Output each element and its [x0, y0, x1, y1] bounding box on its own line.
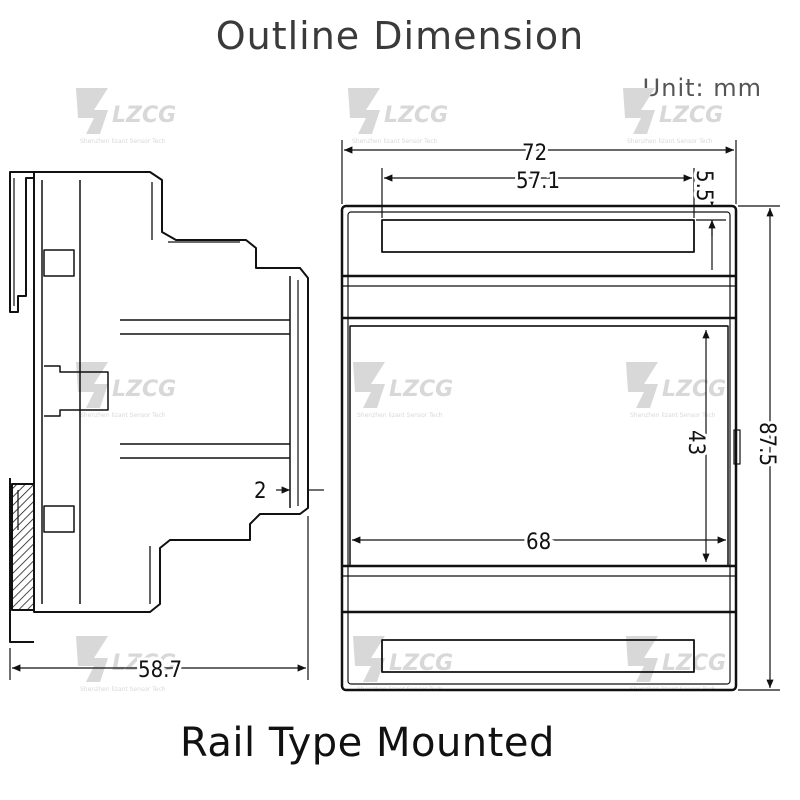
dim-total-height: 87.5 — [754, 422, 779, 466]
svg-text:LZCG: LZCG — [112, 651, 176, 676]
svg-text:Shenzhen lizant Sensor Tech: Shenzhen lizant Sensor Tech — [80, 686, 166, 693]
rail-clip — [9, 171, 35, 643]
watermark-logo: LZCG Shenzhen lizant Sensor Tech — [623, 88, 723, 145]
watermark-logo: LZCG Shenzhen lizant Sensor Tech — [353, 362, 453, 419]
dim-side-step: 2 — [254, 479, 267, 504]
svg-text:LZCG: LZCG — [659, 103, 723, 128]
top-window — [381, 219, 695, 253]
dim-front-width: 72 — [522, 141, 547, 166]
watermark-logo: LZCG Shenzhen lizant Sensor Tech — [76, 88, 176, 145]
watermark-logo: LZCG Shenzhen lizant Sensor Tech — [348, 88, 448, 145]
side-view — [9, 171, 309, 643]
mount-type-caption: Rail Type Mounted — [180, 720, 555, 766]
unit-label: Unit: mm — [642, 74, 762, 102]
front-dimensions — [341, 140, 780, 691]
watermark-logos: LZCG Shenzhen lizant Sensor Tech LZCG Sh… — [76, 88, 726, 693]
watermark-logo: LZCG Shenzhen lizant Sensor Tech — [76, 362, 176, 419]
svg-text:LZCG: LZCG — [384, 103, 448, 128]
svg-text:Shenzhen lizant Sensor Tech: Shenzhen lizant Sensor Tech — [627, 138, 713, 145]
svg-text:Shenzhen lizant Sensor Tech: Shenzhen lizant Sensor Tech — [352, 138, 438, 145]
svg-text:LZCG: LZCG — [662, 377, 726, 402]
bottom-window — [381, 639, 695, 673]
svg-text:LZCG: LZCG — [112, 377, 176, 402]
svg-text:LZCG: LZCG — [112, 103, 176, 128]
dim-window-width: 57.1 — [516, 169, 560, 194]
svg-text:Shenzhen lizant Sensor Tech: Shenzhen lizant Sensor Tech — [357, 412, 443, 419]
side-dimensions — [9, 486, 324, 680]
watermark-logo: LZCG Shenzhen lizant Sensor Tech — [626, 362, 726, 419]
dim-window-height: 43 — [683, 430, 708, 455]
front-view — [340, 204, 741, 692]
side-body-outline — [33, 171, 309, 613]
dim-side-depth: 58.7 — [138, 658, 182, 683]
dim-inner-width: 68 — [526, 530, 551, 555]
dim-window-top-gap: 5.5 — [691, 170, 716, 201]
svg-text:Shenzhen lizant Sensor Tech: Shenzhen lizant Sensor Tech — [80, 138, 166, 145]
svg-text:LZCG: LZCG — [389, 377, 453, 402]
svg-text:Shenzhen lizant Sensor Tech: Shenzhen lizant Sensor Tech — [630, 412, 716, 419]
svg-text:Shenzhen lizant Sensor Tech: Shenzhen lizant Sensor Tech — [80, 412, 166, 419]
page-title: Outline Dimension — [215, 14, 585, 58]
